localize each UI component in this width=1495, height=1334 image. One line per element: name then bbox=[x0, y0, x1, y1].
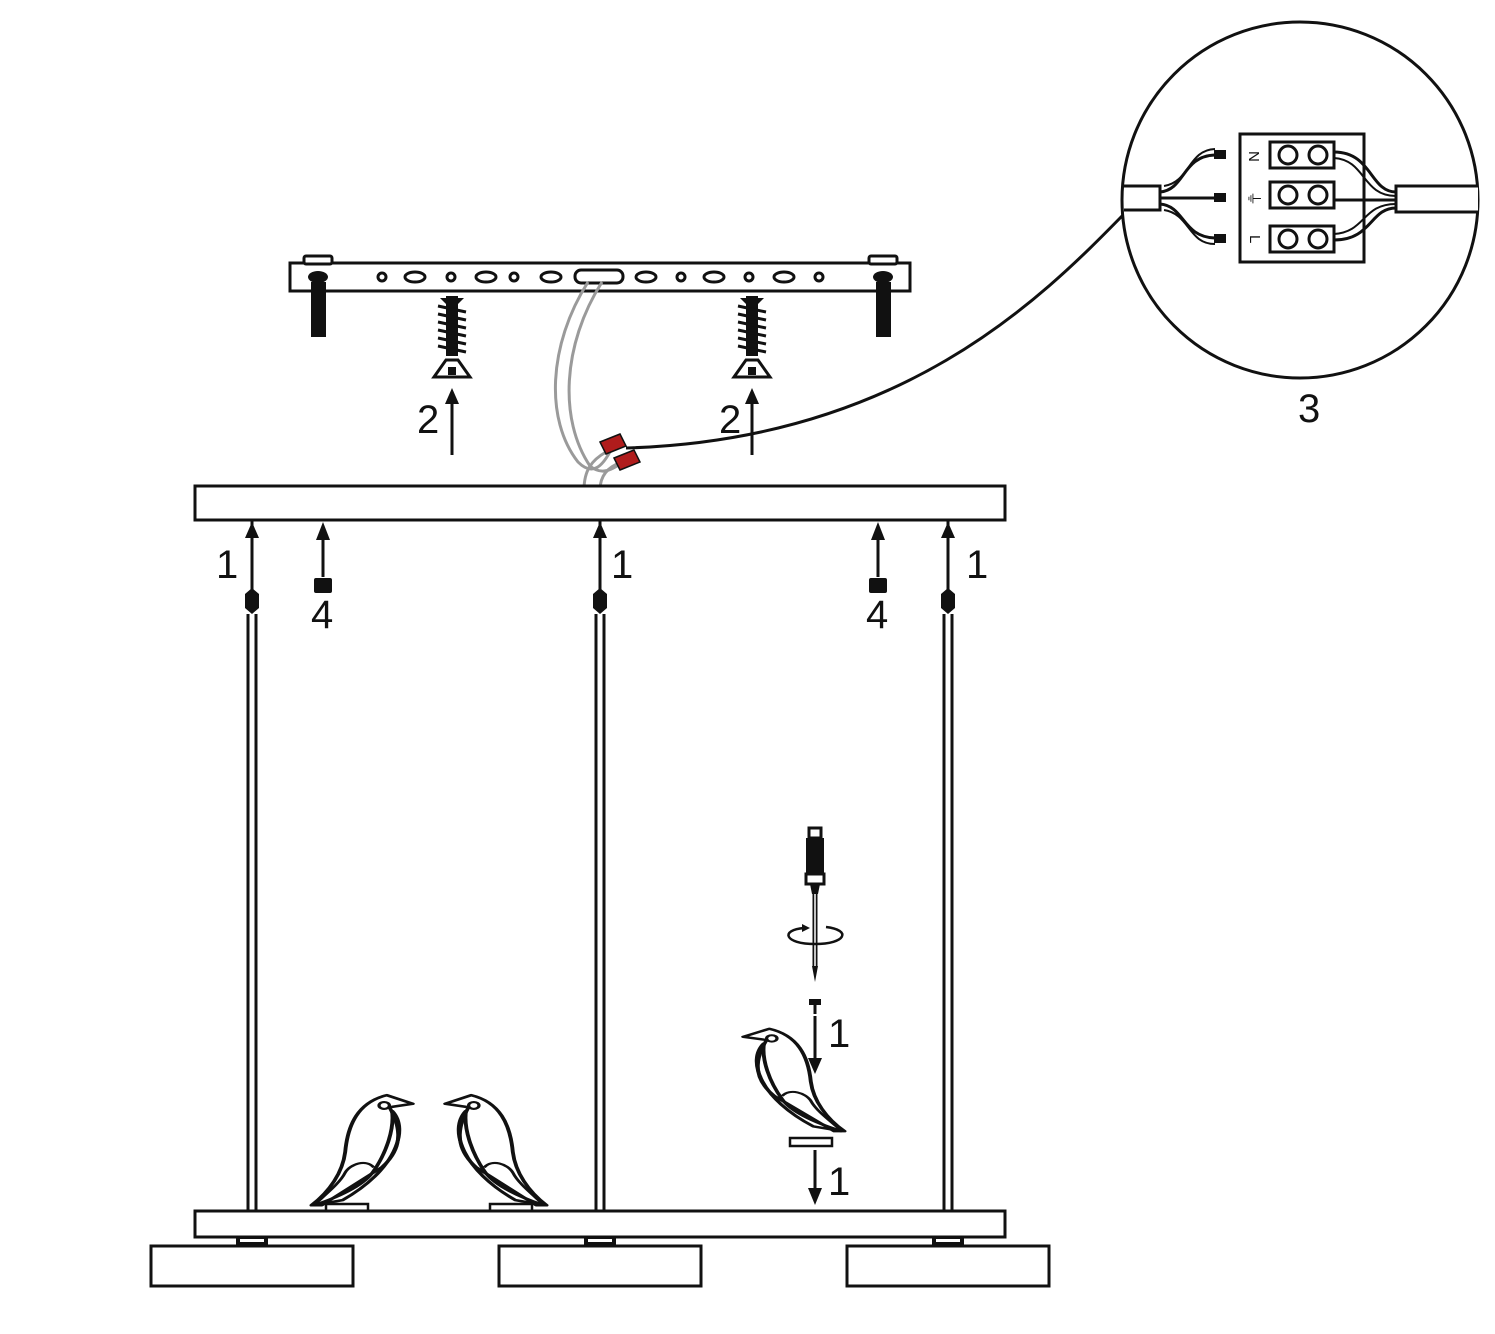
wall-screw-right bbox=[731, 296, 773, 379]
wiring-detail-circle: N ⏚ L bbox=[1120, 20, 1480, 380]
base-fitting-right bbox=[932, 1237, 964, 1245]
callout-cable-right: 1 bbox=[966, 543, 988, 587]
mounting-bracket bbox=[288, 254, 912, 337]
callout-nut-right: 4 bbox=[866, 593, 888, 637]
base-fitting-left bbox=[236, 1237, 268, 1245]
light-head-center bbox=[497, 1244, 703, 1288]
bird-figure-left bbox=[309, 1093, 415, 1213]
wire-connector-caps bbox=[598, 433, 642, 471]
cap-nut-right bbox=[869, 522, 887, 593]
suspension-cable-right bbox=[941, 520, 955, 1212]
screw-arrow-right bbox=[745, 388, 759, 455]
suspension-cable-center bbox=[593, 520, 607, 1212]
bracket-bolt-left bbox=[302, 254, 334, 337]
base-fitting-center bbox=[584, 1237, 616, 1245]
wall-screw-left bbox=[431, 296, 473, 379]
bird-figure-right bbox=[741, 1026, 847, 1148]
bird-arrow-bottom bbox=[808, 1150, 822, 1205]
screwdriver-icon bbox=[787, 826, 844, 982]
canopy-plate bbox=[193, 484, 1007, 522]
callout-nut-left: 4 bbox=[311, 593, 333, 637]
light-head-left bbox=[149, 1244, 355, 1288]
rotate-arrow-icon bbox=[787, 925, 844, 946]
screw-arrow-left bbox=[445, 388, 459, 455]
terminal-label-live: L bbox=[1246, 235, 1263, 243]
callout-bird-screw-top: 1 bbox=[828, 1012, 850, 1056]
bird-figure-center bbox=[443, 1093, 549, 1213]
suspension-cable-left bbox=[245, 520, 259, 1212]
cap-nut-left bbox=[314, 522, 332, 593]
callout-wiring-detail: 3 bbox=[1298, 387, 1320, 431]
bracket-bolt-right bbox=[867, 254, 899, 337]
terminal-label-neutral: N bbox=[1245, 151, 1262, 162]
bird-arrow-top bbox=[808, 1016, 822, 1074]
callout-screw-right: 2 bbox=[719, 398, 741, 442]
light-head-right bbox=[845, 1244, 1051, 1288]
callout-bird-screw-bottom: 1 bbox=[828, 1160, 850, 1204]
callout-screw-left: 2 bbox=[417, 398, 439, 442]
callout-cable-center: 1 bbox=[611, 543, 633, 587]
bird-screw bbox=[809, 999, 821, 1014]
base-plate bbox=[193, 1209, 1007, 1239]
callout-cable-left: 1 bbox=[216, 543, 238, 587]
detail-leader-line bbox=[625, 212, 1126, 450]
terminal-label-earth: ⏚ bbox=[1245, 191, 1262, 206]
